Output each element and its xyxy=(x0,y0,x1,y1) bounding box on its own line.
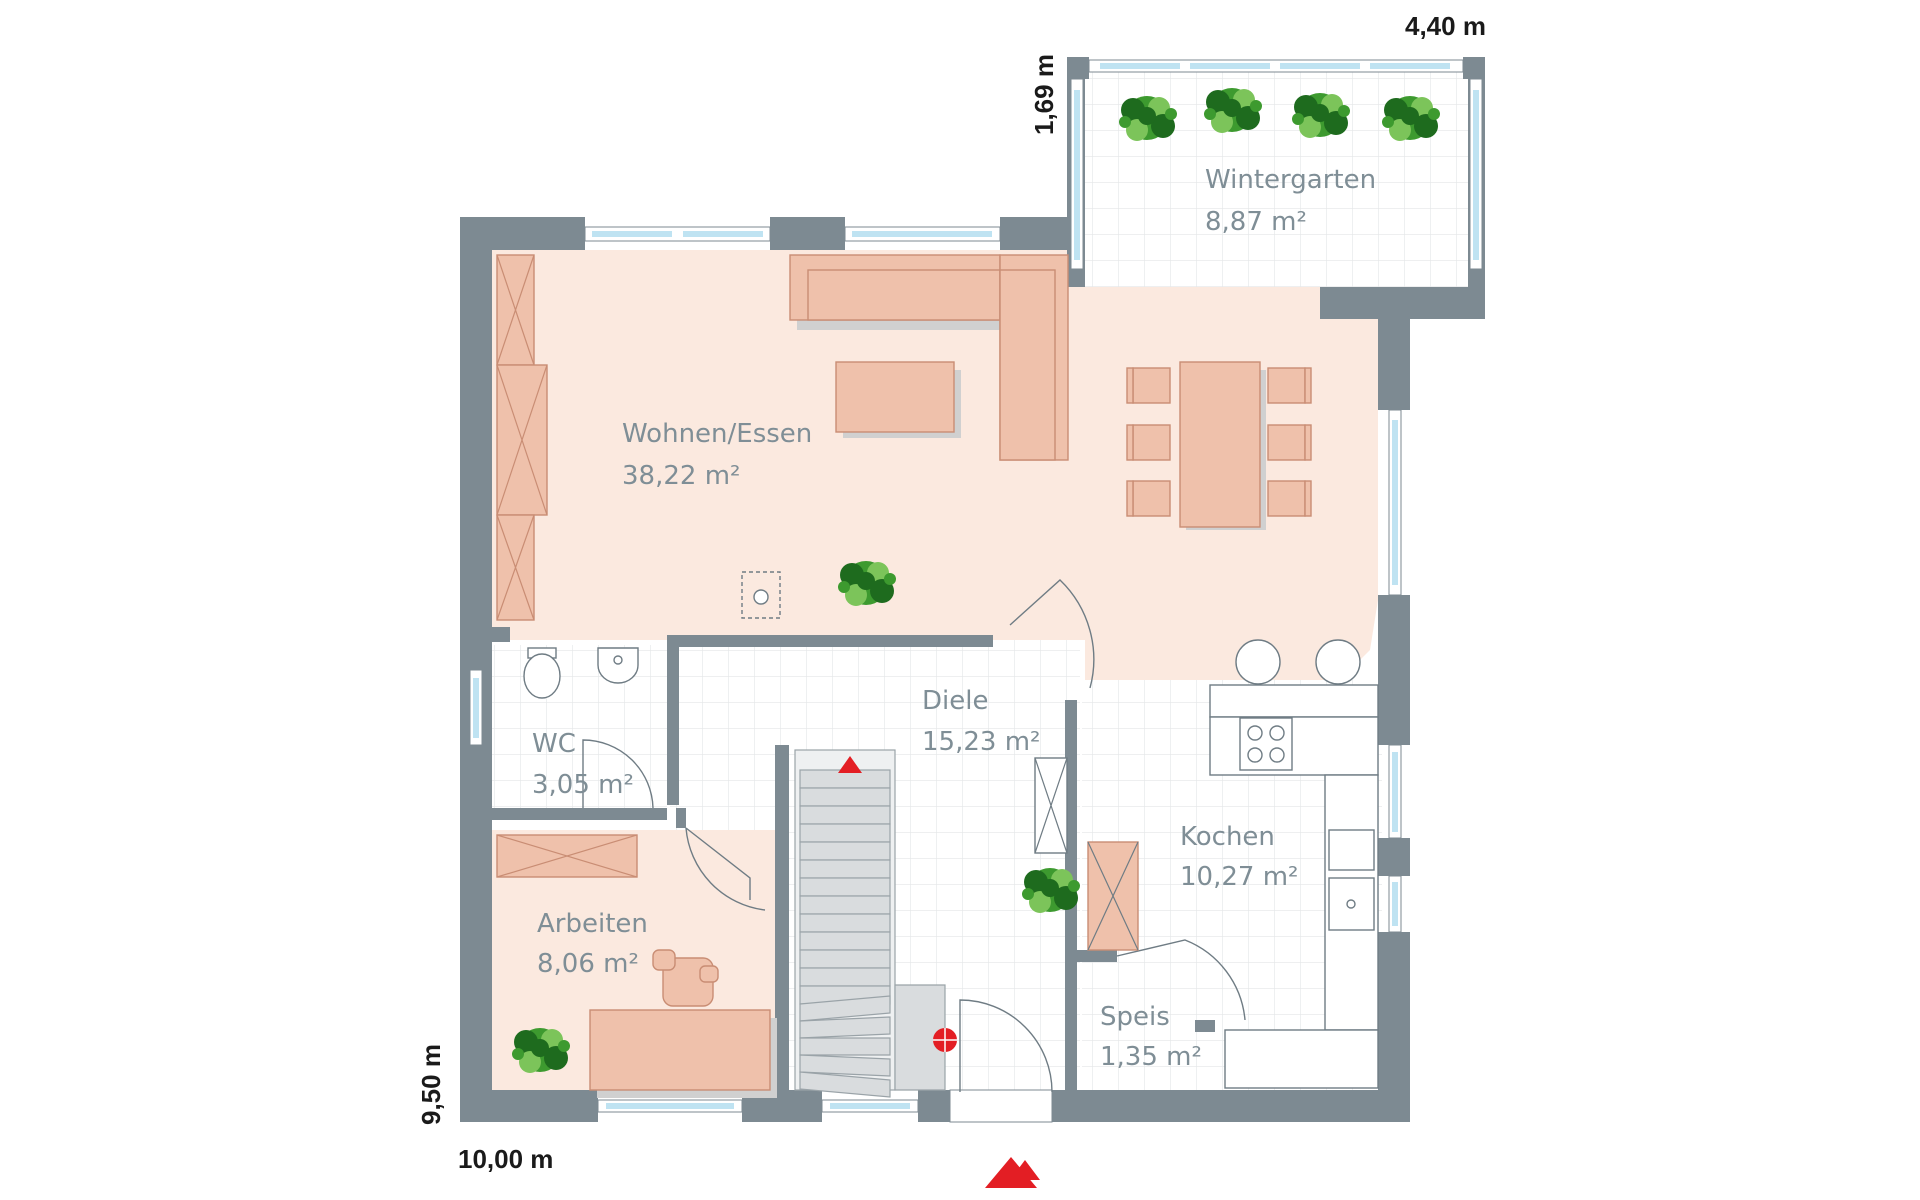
stair-step-winding xyxy=(799,1037,891,1056)
label-diele: Diele xyxy=(922,686,988,716)
stair-up-marker xyxy=(838,756,862,773)
stair-step xyxy=(799,787,891,807)
stair-step xyxy=(799,859,891,879)
stair-step xyxy=(799,805,891,825)
office-furniture xyxy=(496,834,777,1098)
stair-step xyxy=(799,931,891,951)
dim-wintergarten-depth: 1,69 m xyxy=(1029,54,1059,135)
label-arbeiten: Arbeiten xyxy=(537,909,648,939)
stair-step xyxy=(799,895,891,915)
doors xyxy=(582,579,1246,1093)
stair-step xyxy=(799,913,891,933)
stair-step-winding xyxy=(799,1054,891,1077)
dim-wintergarten-width: 4,40 m xyxy=(1405,11,1486,41)
label-wc: WC xyxy=(532,729,576,759)
stair-step xyxy=(799,841,891,861)
stair-step-winding xyxy=(799,1016,891,1039)
label-wohnen: Wohnen/Essen xyxy=(622,419,812,449)
area-diele: 15,23 m² xyxy=(922,727,1040,757)
staircase xyxy=(794,749,946,1098)
stair-step-winding xyxy=(799,1071,891,1098)
stair-step xyxy=(799,823,891,843)
living-furniture xyxy=(496,254,1361,685)
stair-step-winding xyxy=(799,995,891,1022)
area-wc: 3,05 m² xyxy=(532,770,634,800)
area-wohnen: 38,22 m² xyxy=(622,461,740,491)
area-arbeiten: 8,06 m² xyxy=(537,949,639,979)
area-speis: 1,35 m² xyxy=(1100,1042,1202,1072)
floor-wohnen xyxy=(490,250,1378,680)
dim-house-depth: 9,50 m xyxy=(416,1044,446,1125)
stair-step xyxy=(799,967,891,987)
label-kochen: Kochen xyxy=(1180,822,1275,852)
stair-step xyxy=(799,877,891,897)
windows xyxy=(469,59,1483,1123)
area-kochen: 10,27 m² xyxy=(1180,862,1298,892)
label-speis: Speis xyxy=(1100,1002,1170,1032)
entrance-arrow xyxy=(985,1157,1037,1188)
kitchen-fixtures xyxy=(1034,684,1379,1089)
label-wintergarten: Wintergarten xyxy=(1205,165,1376,195)
floor-wc xyxy=(492,645,667,813)
dim-house-width: 10,00 m xyxy=(458,1144,553,1174)
stair-step xyxy=(799,949,891,969)
area-wintergarten: 8,87 m² xyxy=(1205,207,1307,237)
wc-fixtures xyxy=(523,647,639,699)
